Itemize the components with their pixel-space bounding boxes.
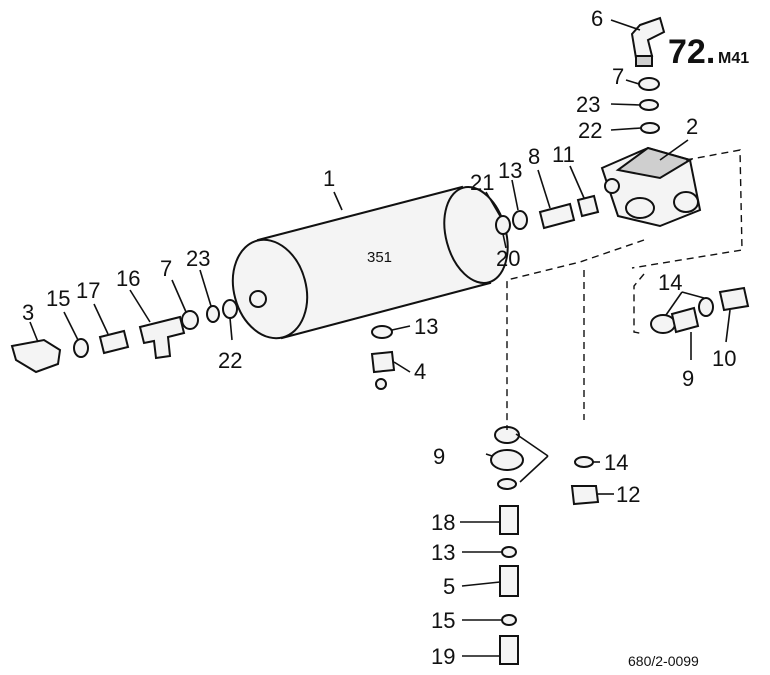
callout-14-bottom: 14 [604, 450, 628, 475]
leader-14-right-b [681, 291, 705, 299]
leader-23-left [199, 269, 212, 307]
washer-13-drain [371, 325, 393, 339]
callout-5: 5 [443, 574, 455, 599]
washer-14-bottom [574, 456, 594, 468]
leader-17 [93, 303, 109, 335]
leader-20 [502, 233, 507, 249]
washer-22-left [222, 299, 238, 319]
air-tank: 351 [231, 185, 509, 340]
washer-23-left [206, 305, 220, 323]
guide-bottom-stack [506, 239, 645, 430]
leader-9-bottom [485, 453, 493, 457]
callout-20: 20 [496, 246, 520, 271]
banjo-9-right [650, 314, 676, 334]
leader-14-right-a [665, 291, 683, 316]
leader-10 [725, 309, 731, 343]
washer-14-right [698, 297, 714, 317]
callout-15-left: 15 [46, 286, 70, 311]
leader-22-left [229, 317, 233, 341]
leader-14-bottom-a [515, 433, 549, 457]
drain-valve-4-tip [375, 378, 387, 390]
leader-13-upper [511, 179, 519, 211]
leader-13-drain [391, 325, 411, 331]
callout-15-bottom: 15 [431, 608, 455, 633]
leader-1 [333, 191, 343, 211]
leader-14-bottom-b [519, 455, 549, 483]
leader-16 [129, 289, 151, 323]
banjo-9-bottom-ring [490, 449, 524, 471]
callout-4: 4 [414, 359, 426, 384]
hose-fitting-3 [10, 338, 62, 374]
callout-14-right: 14 [658, 270, 682, 295]
callout-12: 12 [616, 482, 640, 507]
callout-13-upper: 13 [498, 158, 522, 183]
page-reference-suffix: M41 [718, 50, 749, 67]
callout-11: 11 [552, 142, 575, 167]
callout-6: 6 [591, 6, 603, 31]
tee-fitting-16 [138, 315, 186, 360]
banjo-9-right-body [670, 306, 700, 334]
leader-6 [610, 19, 641, 31]
callout-13-bottom: 13 [431, 540, 455, 565]
leader-2 [659, 139, 689, 161]
washer-15-bottom [501, 614, 517, 626]
callout-17: 17 [76, 278, 100, 303]
nut-11 [576, 194, 600, 218]
washer-23-top [639, 99, 659, 111]
callout-22-left: 22 [218, 348, 242, 373]
callout-3: 3 [22, 300, 34, 325]
drawing-number: 680/2-0099 [628, 653, 699, 669]
callout-23-top: 23 [576, 92, 600, 117]
cap-nut-12 [570, 485, 600, 506]
washer-7-left [181, 310, 199, 330]
washer-13-bottom [501, 546, 517, 558]
nipple-8 [538, 202, 576, 230]
callout-9-right: 9 [682, 366, 694, 391]
callout-9-bottom: 9 [433, 444, 445, 469]
leader-8 [537, 169, 551, 209]
callout-23-left: 23 [186, 246, 210, 271]
callout-1: 1 [323, 166, 335, 191]
washer-22-top [640, 122, 660, 134]
nipple-19 [499, 635, 519, 665]
leader-21 [485, 191, 501, 217]
banjo-bolt-10 [718, 286, 750, 312]
callout-7-left: 7 [160, 256, 172, 281]
callout-21: 21 [470, 170, 494, 195]
washer-21 [495, 215, 511, 235]
adapter-18 [499, 505, 519, 535]
callout-8: 8 [528, 144, 540, 169]
coupling-17 [98, 329, 130, 355]
elbow-fitting-6 [630, 16, 666, 67]
page-reference-number: 72. [668, 33, 715, 71]
leader-5 [461, 581, 501, 587]
leader-22-top [610, 127, 642, 131]
washer-15-left [73, 338, 89, 358]
leader-11 [569, 165, 585, 199]
callout-7-top: 7 [612, 64, 624, 89]
bracket-right-group [633, 273, 645, 335]
guide-valve-block [631, 149, 743, 269]
callout-2: 2 [686, 114, 698, 139]
valve-block [600, 146, 702, 228]
drain-valve-4 [370, 350, 396, 374]
washer-bottom-stack [497, 478, 517, 490]
leader-7-left [171, 279, 187, 313]
leader-3 [29, 321, 39, 343]
leader-4 [393, 361, 411, 373]
washer-7-top [638, 77, 660, 91]
callout-10: 10 [712, 346, 736, 371]
callout-22-top: 22 [578, 118, 602, 143]
leader-23-top [610, 103, 641, 106]
leader-15-left [63, 311, 79, 341]
union-5 [499, 565, 519, 597]
tank-label: 351 [367, 249, 392, 266]
leader-7-top [625, 79, 640, 85]
callout-19: 19 [431, 644, 455, 669]
washer-13-upper [512, 210, 528, 230]
callout-16: 16 [116, 266, 140, 291]
callout-18: 18 [431, 510, 455, 535]
callout-13-drain: 13 [414, 314, 438, 339]
